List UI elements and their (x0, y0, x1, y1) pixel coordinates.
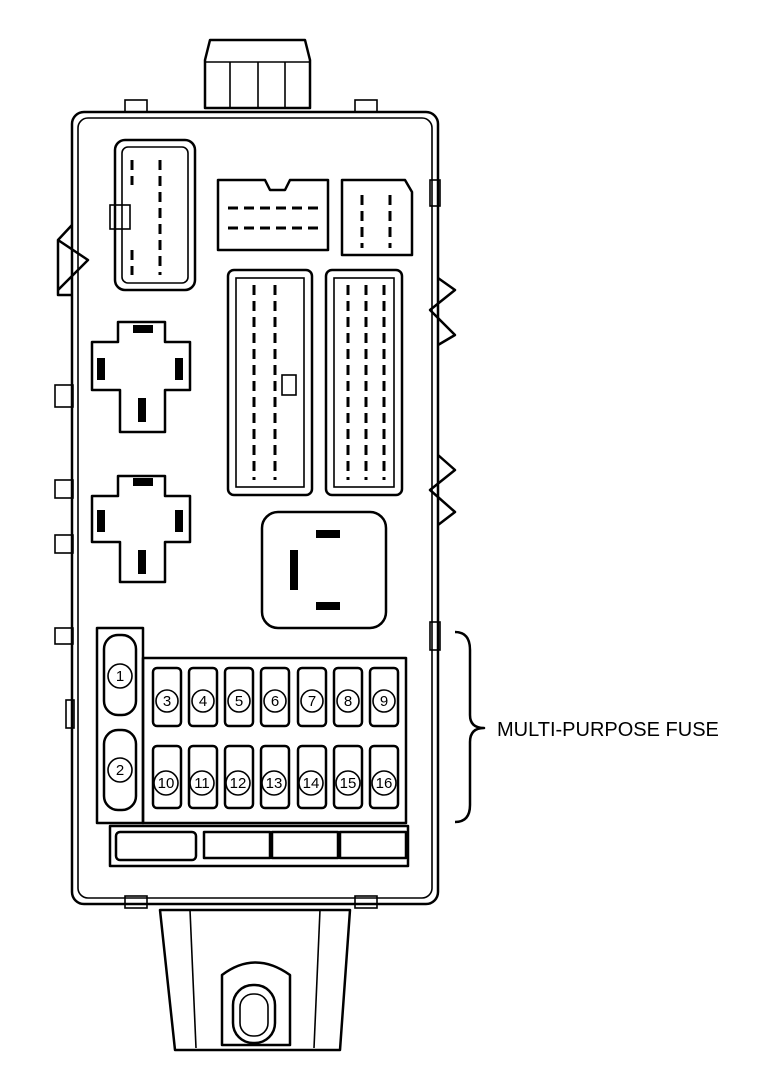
fuse-12-label: 12 (230, 775, 247, 792)
fuse-4-label: 4 (199, 693, 207, 710)
connector-upper-middle (216, 178, 330, 252)
fuse-7 (296, 666, 328, 728)
relay-socket-lower (90, 474, 192, 584)
fuse-5-label: 5 (235, 693, 243, 710)
fuse-callout-bracket (454, 630, 486, 824)
large-fuse-column: 1 2 (95, 626, 145, 825)
fuse-16 (368, 744, 400, 810)
connector-tall-right (324, 268, 404, 497)
fuse-15-label: 15 (340, 775, 357, 792)
large-fuse-2 (102, 728, 138, 812)
fuse-11 (187, 744, 219, 810)
fuse-5 (223, 666, 255, 728)
fuse-12 (223, 744, 255, 810)
fuse-10 (151, 744, 183, 810)
fuse-3-label: 3 (163, 693, 171, 710)
fuse-15 (332, 744, 364, 810)
relay-socket-large (260, 510, 388, 630)
fuse-6-label: 6 (271, 693, 279, 710)
connector-tall-left (226, 268, 314, 497)
fuse-6 (259, 666, 291, 728)
fuse-9-label: 9 (380, 693, 388, 710)
large-fuse-2-label: 2 (116, 762, 124, 779)
left-mounting-clips (54, 224, 90, 729)
fuse-10-label: 10 (158, 775, 175, 792)
fuse-14 (296, 744, 328, 810)
fuse-8-label: 8 (344, 693, 352, 710)
connector-upper-right (340, 178, 414, 257)
fuse-16-label: 16 (376, 775, 393, 792)
fuse-11-label: 11 (194, 775, 210, 792)
fuse-9 (368, 666, 400, 728)
large-fuse-1 (102, 633, 138, 717)
right-mounting-clips (428, 179, 457, 651)
top-connector (203, 38, 312, 110)
multi-purpose-fuse-block: 3 4 5 6 7 8 9 10 11 12 13 14 (141, 656, 408, 825)
fuse-3 (151, 666, 183, 728)
fuse-4 (187, 666, 219, 728)
fuse-14-label: 14 (303, 775, 320, 792)
fuse-box-housing (70, 99, 440, 909)
relay-connector-upper-left (109, 138, 197, 292)
fuse-7-label: 7 (308, 693, 316, 710)
multi-purpose-fuse-label: MULTI-PURPOSE FUSE (497, 719, 719, 741)
large-fuse-1-label: 1 (116, 668, 124, 685)
fuse-13 (259, 744, 291, 810)
relay-socket-upper (90, 320, 192, 434)
bottom-mounting-bracket (158, 908, 352, 1052)
fuse-8 (332, 666, 364, 728)
fuse-13-label: 13 (266, 775, 283, 792)
spare-fuse-slots (108, 824, 410, 868)
